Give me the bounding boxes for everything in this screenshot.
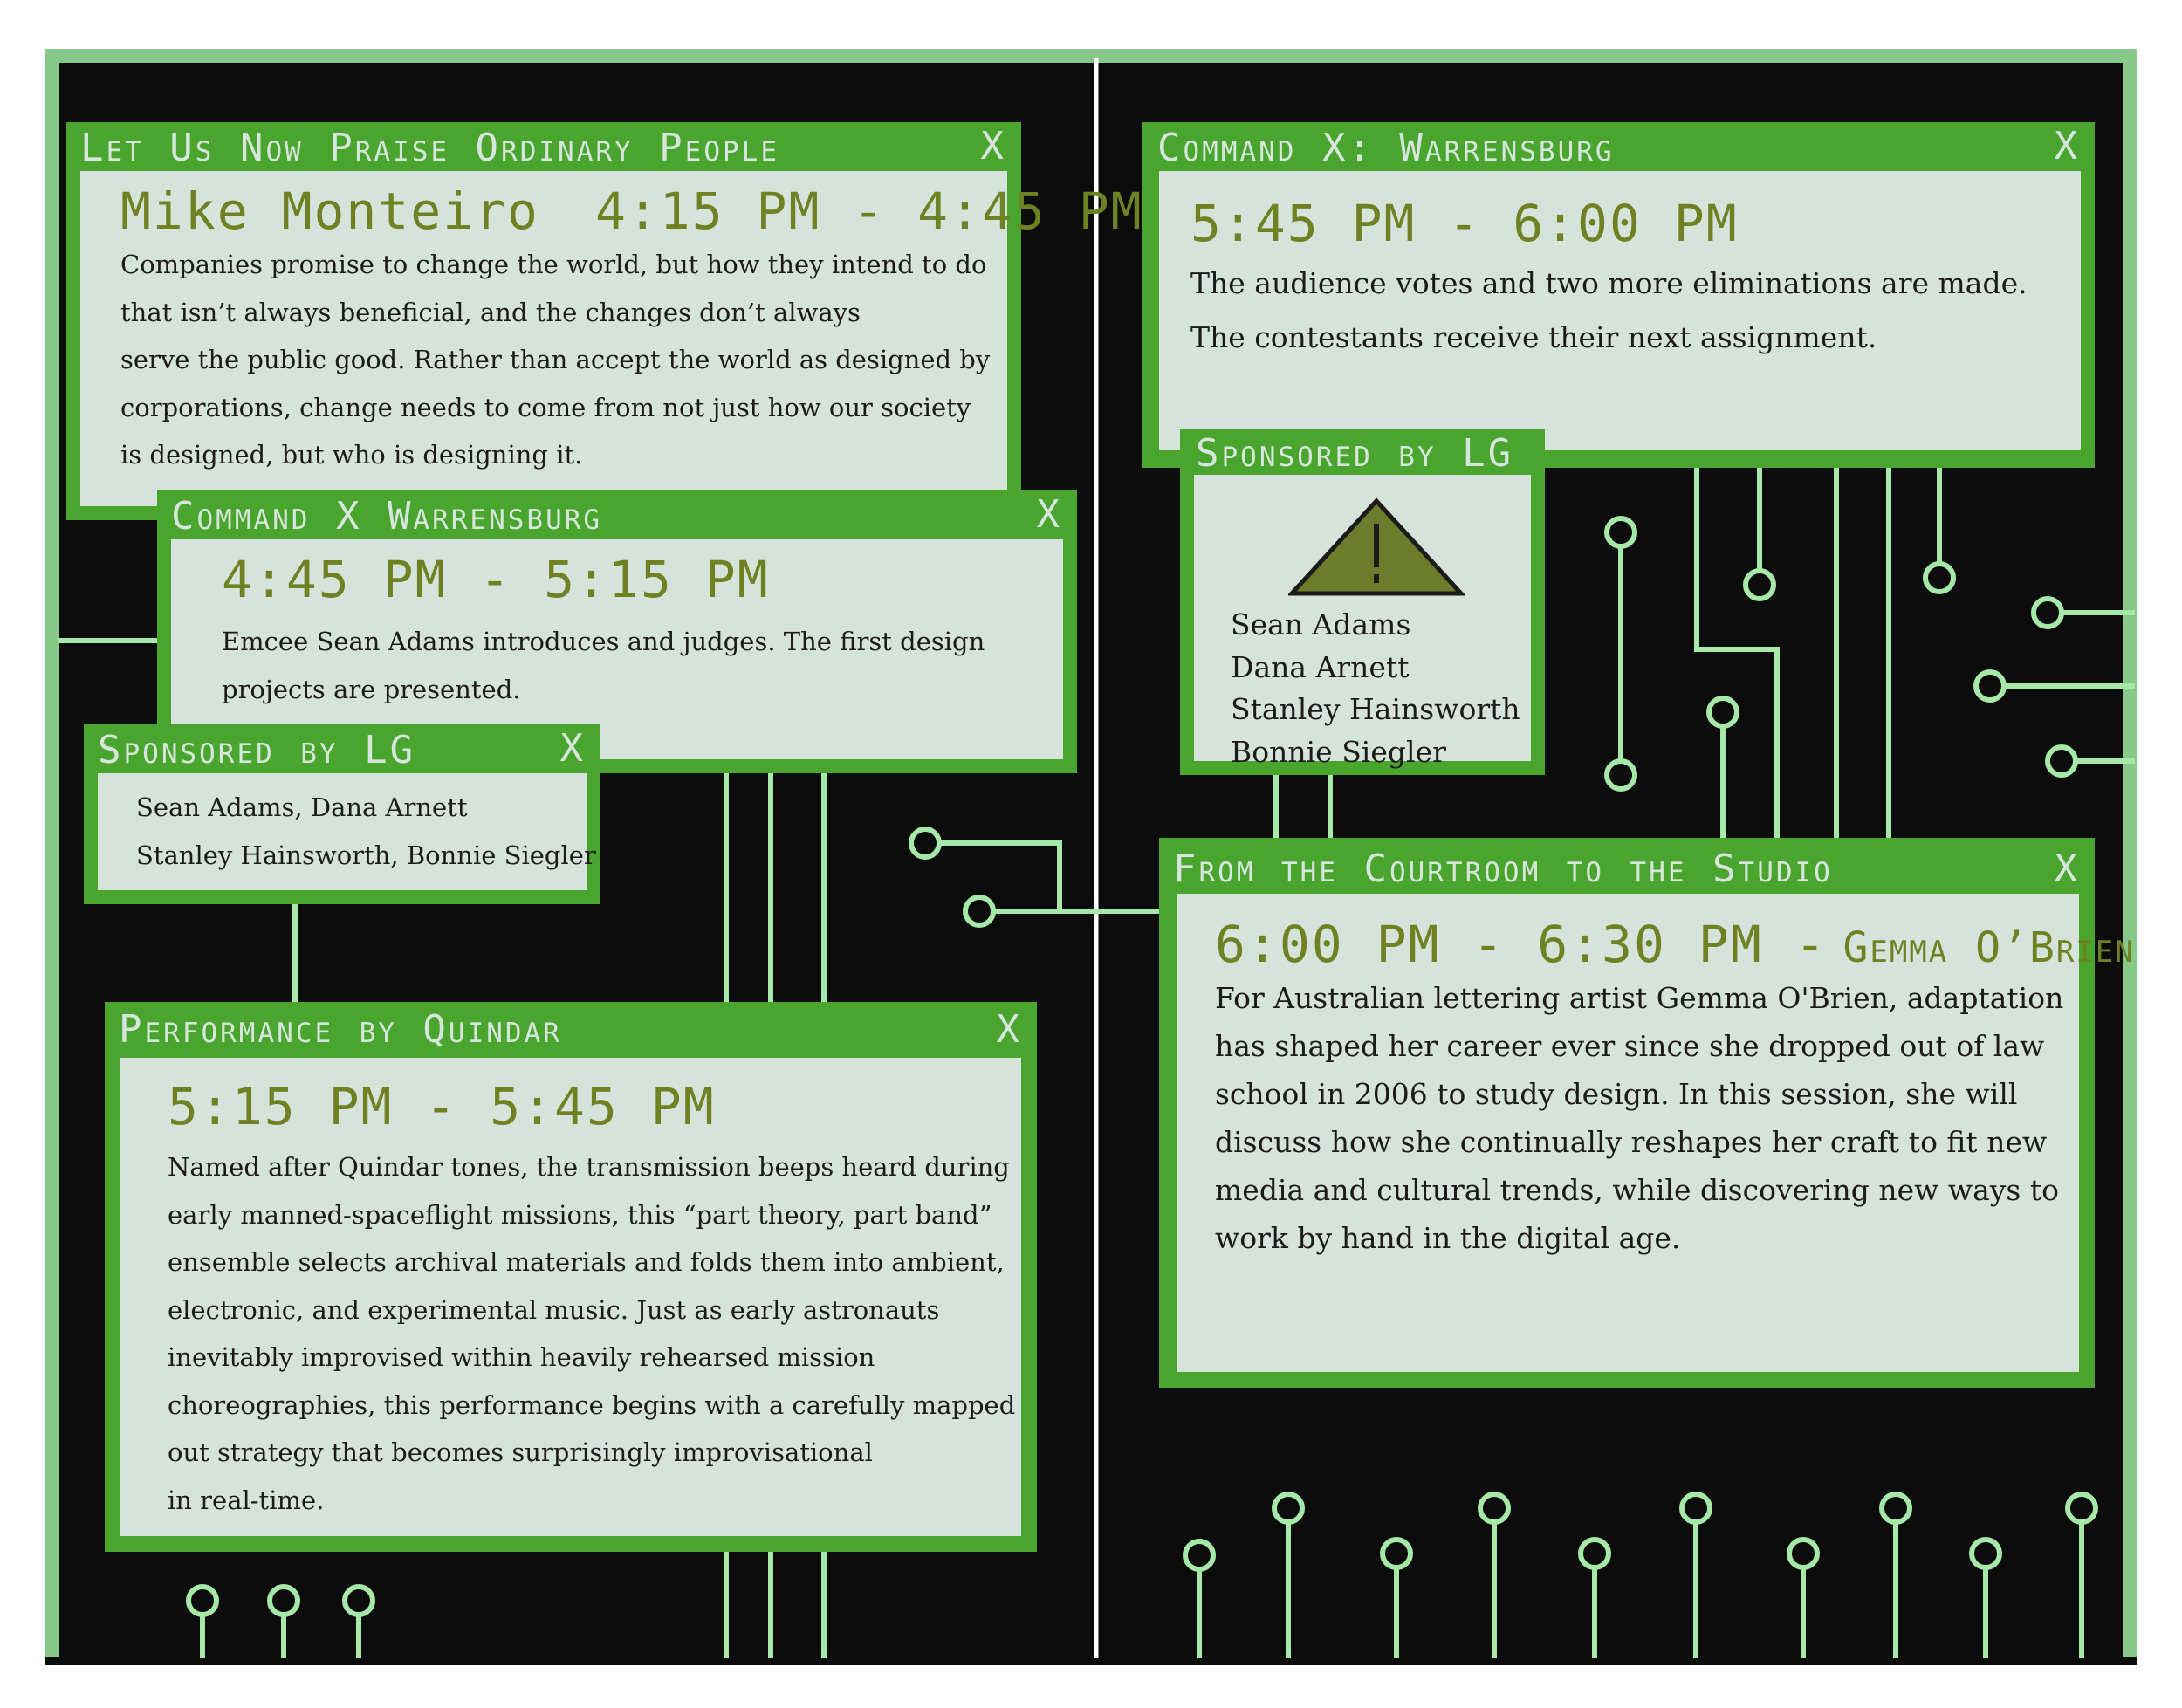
description-line: The audience votes and two more eliminat… [1190,266,2028,300]
description-line: out strategy that becomes surprisingly i… [168,1437,873,1467]
session-description: The audience votes and two more eliminat… [1190,257,2028,365]
description-line: work by hand in the digital age. [1215,1221,1681,1255]
window-content: 5:15 PM - 5:45 PM Named after Quindar to… [120,1058,1021,1536]
description-line: media and cultural trends, while discove… [1215,1173,2059,1207]
description-line: discuss how she continually reshapes her… [1215,1125,2048,1159]
description-line: has shaped her career ever since she dro… [1215,1029,2045,1063]
description-line: electronic, and experimental music. Just… [168,1294,940,1325]
description-line: inevitably improvised within heavily reh… [168,1342,875,1372]
sponsor-line: Stanley Hainsworth [1231,692,1520,726]
window-content: 5:45 PM - 6:00 PM The audience votes and… [1159,171,2081,450]
window-content: Sean Adams, Dana Arnett Stanley Hainswor… [98,773,596,890]
window-title-bar[interactable]: Performance by Quindar X [105,1002,1037,1053]
window-courtroom-to-studio[interactable]: From the Courtroom to the Studio X 6:00 … [1159,838,2133,1388]
sponsor-names: Sean Adams Dana Arnett Stanley Hainswort… [1231,604,1520,773]
session-time: 6:00 PM - 6:30 PM - [1215,915,1828,974]
warning-triangle-icon [1288,497,1465,596]
description-line: early manned-spaceflight missions, this … [168,1199,992,1230]
window-content: 6:00 PM - 6:30 PM - Gemma O’Brien For Aus… [1177,894,2133,1372]
window-title: Let Us Now Praise Ordinary People [80,126,779,170]
description-line: serve the public good. Rather than accep… [120,345,991,374]
description-line: projects are presented. [222,674,521,704]
window-title-bar[interactable]: Let Us Now Praise Ordinary People X [66,122,1021,173]
session-description: Companies promise to change the world, b… [120,241,990,479]
description-line: ensemble selects archival materials and … [168,1247,1005,1277]
window-title: Command X Warrensburg [171,494,603,538]
description-line: Emcee Sean Adams introduces and judges. … [222,627,985,656]
window-content: Sean Adams Dana Arnett Stanley Hainswort… [1194,475,1531,769]
close-button[interactable]: X [2054,124,2078,168]
session-time: 5:45 PM - 6:00 PM [1190,194,1739,253]
sponsor-line: Dana Arnett [1231,649,1410,684]
window-title: Sponsored by LG [1196,431,1514,476]
window-title: From the Courtroom to the Studio [1173,847,1833,891]
sponsor-line: Stanley Hainsworth, Bonnie Siegler [136,840,596,870]
description-line: is designed, but who is designing it. [120,440,583,470]
session-description: For Australian lettering artist Gemma O'… [1215,974,2063,1262]
window-title: Command X: Warrensburg [1157,126,1615,170]
window-content: Mike Monteiro 4:15 PM - 4:45 PM Companies… [80,171,1142,506]
description-line: that isn’t always beneficial, and the ch… [120,297,861,327]
description-line: corporations, change needs to come from … [120,392,971,422]
session-time: 4:45 PM - 5:15 PM [222,550,770,609]
session-heading: Mike Monteiro 4:15 PM - 4:45 PM [120,183,1143,239]
window-sponsored-by-lg-2[interactable]: Sponsored by LG Sean Adams Dana Arnett S… [1180,429,1545,775]
window-title-bar[interactable]: From the Courtroom to the Studio X [1159,838,2095,891]
window-sponsored-by-lg[interactable]: Sponsored by LG X Sean Adams, Dana Arnet… [84,724,600,904]
window-title-bar[interactable]: Sponsored by LG [1180,429,1545,480]
close-button[interactable]: X [2054,847,2078,891]
description-line: choreographies, this performance begins … [168,1389,1016,1420]
session-description: Emcee Sean Adams introduces and judges. … [222,618,985,713]
session-heading: 6:00 PM - 6:30 PM - Gemma O’Brien [1215,916,2135,976]
session-time: 5:15 PM - 5:45 PM [168,1077,716,1136]
window-title: Performance by Quindar [119,1007,562,1052]
speaker-name: Mike Monteiro [120,182,539,241]
board-bottom-edge [45,1657,2137,1665]
window-command-x-warrensburg[interactable]: Command X Warrensburg X 4:45 PM - 5:15 P… [157,490,1077,773]
window-title: Sponsored by LG [98,728,416,772]
window-mike-monteiro[interactable]: Let Us Now Praise Ordinary People X Mike… [66,122,1142,520]
description-line: Named after Quindar tones, the transmiss… [168,1152,1010,1182]
sponsor-line: Sean Adams, Dana Arnett [136,792,468,822]
window-title-bar[interactable]: Command X Warrensburg X [157,490,1077,541]
sponsor-line: Sean Adams [1231,607,1411,641]
window-title-bar[interactable]: Sponsored by LG X [84,724,600,775]
sponsor-names: Sean Adams, Dana Arnett Stanley Hainswor… [136,784,596,879]
window-performance-by-quindar[interactable]: Performance by Quindar X 5:15 PM - 5:45 … [105,1002,1037,1552]
description-line: school in 2006 to study design. In this … [1215,1077,2018,1111]
session-description: Named after Quindar tones, the transmiss… [168,1143,1015,1524]
close-button[interactable]: X [559,726,584,771]
session-time: 4:15 PM - 4:45 PM [594,182,1143,241]
description-line: The contestants receive their next assig… [1190,320,1877,354]
close-button[interactable]: X [1036,492,1060,537]
close-button[interactable]: X [996,1007,1020,1052]
close-button[interactable]: X [980,124,1005,168]
description-line: For Australian lettering artist Gemma O'… [1215,981,2064,1015]
window-command-x-warrensburg-2[interactable]: Command X: Warrensburg X 5:45 PM - 6:00 … [1142,122,2095,468]
sponsor-line: Bonnie Siegler [1231,734,1446,769]
description-line: in real-time. [168,1485,325,1515]
description-line: Companies promise to change the world, b… [120,250,987,279]
window-title-bar[interactable]: Command X: Warrensburg X [1142,122,2095,173]
speaker-name: Gemma O’Brien [1842,923,2135,972]
window-content: 4:45 PM - 5:15 PM Emcee Sean Adams intro… [171,539,1063,759]
